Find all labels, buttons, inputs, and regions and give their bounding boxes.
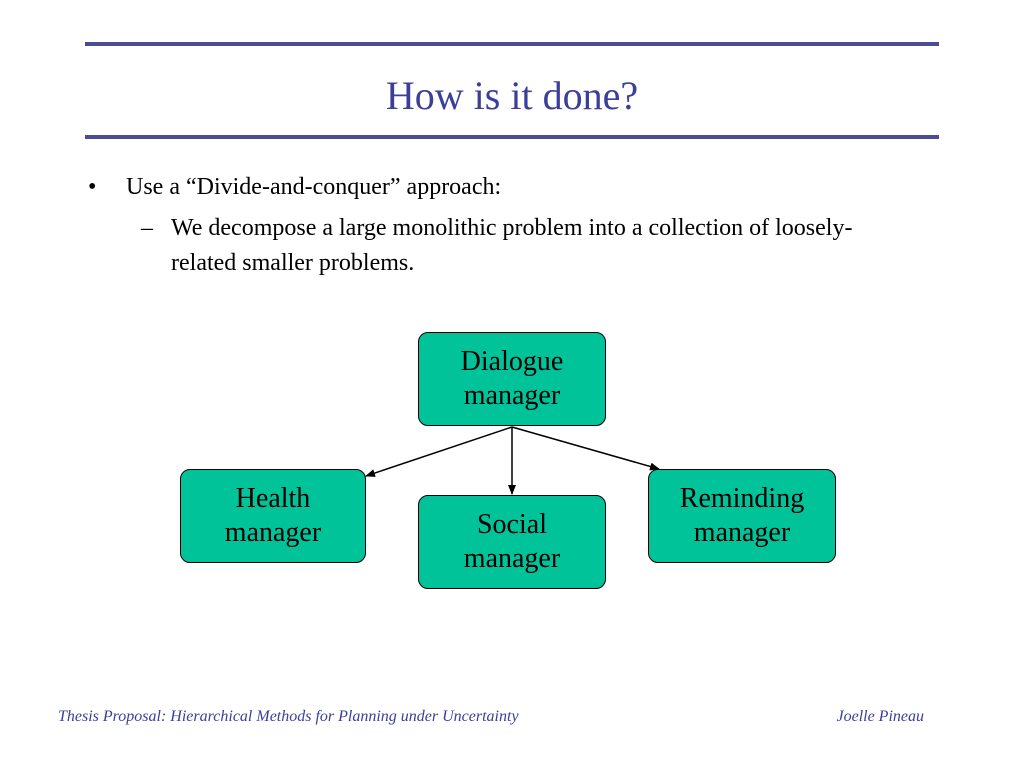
reminding-manager-node: Reminding manager — [648, 469, 836, 563]
node-label-line: manager — [693, 517, 791, 548]
node-label-line: Health — [235, 483, 311, 514]
footer-author: Joelle Pineau — [836, 708, 924, 725]
social-manager-node: Social manager — [418, 495, 606, 589]
title-underline-rule — [85, 135, 939, 139]
edge-dialogue-to-reminding — [511, 426, 660, 471]
edge-dialogue-to-health — [365, 426, 513, 477]
node-label-line: manager — [224, 517, 322, 548]
sub-bullet-text: We decompose a large monolithic problem … — [171, 215, 853, 276]
footer-title: Thesis Proposal: Hierarchical Methods fo… — [58, 708, 519, 725]
slide-title: How is it done? — [385, 73, 639, 118]
node-label-line: manager — [463, 380, 561, 411]
node-label-line: manager — [463, 543, 561, 574]
node-label-line: Social — [476, 509, 547, 540]
bullet-text: Use a “Divide-and-conquer” approach: — [126, 174, 502, 200]
top-rule — [85, 42, 939, 46]
bullet-marker: • — [88, 174, 97, 200]
node-label-line: Dialogue — [460, 346, 564, 377]
dialogue-manager-node: Dialogue manager — [418, 332, 606, 426]
health-manager-node: Health manager — [180, 469, 366, 563]
node-label-line: Reminding — [679, 483, 805, 514]
sub-bullet-marker: – — [141, 215, 153, 241]
